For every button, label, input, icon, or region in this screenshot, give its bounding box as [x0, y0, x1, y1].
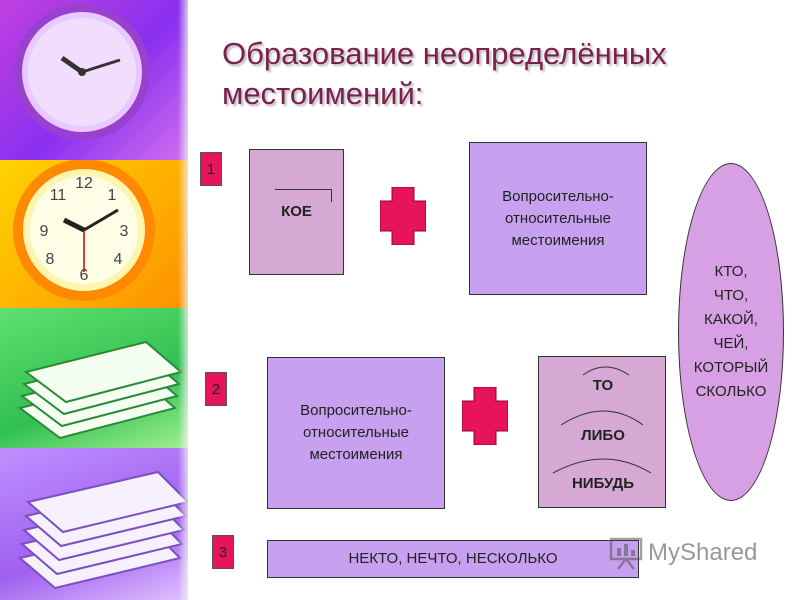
pronoun-skolko: СКОЛЬКО	[695, 383, 767, 400]
green-papers-panel	[0, 308, 188, 448]
prefix-koe: КОЕ	[281, 203, 312, 220]
svg-text:9: 9	[40, 223, 49, 240]
words-box-row3: НЕКТО, НЕЧТО, НЕСКОЛЬКО	[267, 540, 639, 578]
svg-text:4: 4	[114, 251, 123, 268]
slide-title: Образование неопределённых местоимений:	[222, 36, 667, 111]
base-text-row2: Вопросительно-относительные местоимения	[300, 402, 412, 463]
suffix-libo: ЛИБО	[581, 427, 625, 444]
pronoun-chto: ЧТО,	[713, 287, 749, 304]
watermark: MyShared	[608, 536, 757, 570]
pronoun-kotoryy: КОТОРЫЙ	[693, 359, 769, 376]
pronoun-chey: ЧЕЙ,	[713, 335, 749, 352]
svg-text:12: 12	[75, 175, 93, 192]
svg-text:6: 6	[80, 267, 89, 284]
base-box-row1: Вопросительно-относительные местоимения	[469, 142, 647, 295]
words-row3: НЕКТО, НЕЧТО, НЕСКОЛЬКО	[348, 550, 558, 567]
strip-fade	[178, 0, 188, 600]
suffix-to: ТО	[592, 377, 614, 394]
plus-icon	[380, 187, 426, 245]
svg-text:3: 3	[120, 223, 129, 240]
svg-text:8: 8	[46, 251, 55, 268]
row-number-3: 3	[212, 535, 234, 569]
suffix-arcs	[552, 366, 652, 474]
watermark-text: MyShared	[648, 539, 758, 566]
pronoun-kto: КТО,	[714, 263, 748, 280]
suffix-box: ТО ЛИБО НИБУДЬ	[538, 356, 666, 508]
svg-text:11: 11	[50, 187, 67, 204]
row-number-2: 2	[205, 372, 227, 406]
row-number-1: 1	[200, 152, 222, 186]
prefix-mark	[275, 189, 333, 202]
prefix-wrap: КОЕ	[275, 189, 333, 221]
clock-icon: 123 69 111 48	[13, 159, 155, 301]
base-text-row1: Вопросительно-относительные местоимения	[502, 187, 614, 249]
pronouns-oval: КТО, ЧТО, КАКОЙ, ЧЕЙ, КОТОРЫЙ СКОЛЬКО	[678, 163, 784, 501]
svg-text:1: 1	[108, 187, 117, 204]
suffix-nibud: НИБУДЬ	[571, 475, 635, 492]
base-box-row2: Вопросительно-относительные местоимения	[267, 357, 445, 509]
prefix-box-koe: КОЕ	[249, 149, 344, 275]
papers-icon	[17, 340, 184, 440]
presentation-icon	[609, 537, 643, 570]
papers-icon	[17, 470, 188, 590]
pronoun-kakoy: КАКОЙ,	[704, 311, 758, 328]
violet-papers-panel	[0, 448, 188, 600]
plus-icon	[462, 387, 508, 445]
purple-clock-panel	[0, 0, 188, 160]
clock-icon	[14, 4, 150, 140]
